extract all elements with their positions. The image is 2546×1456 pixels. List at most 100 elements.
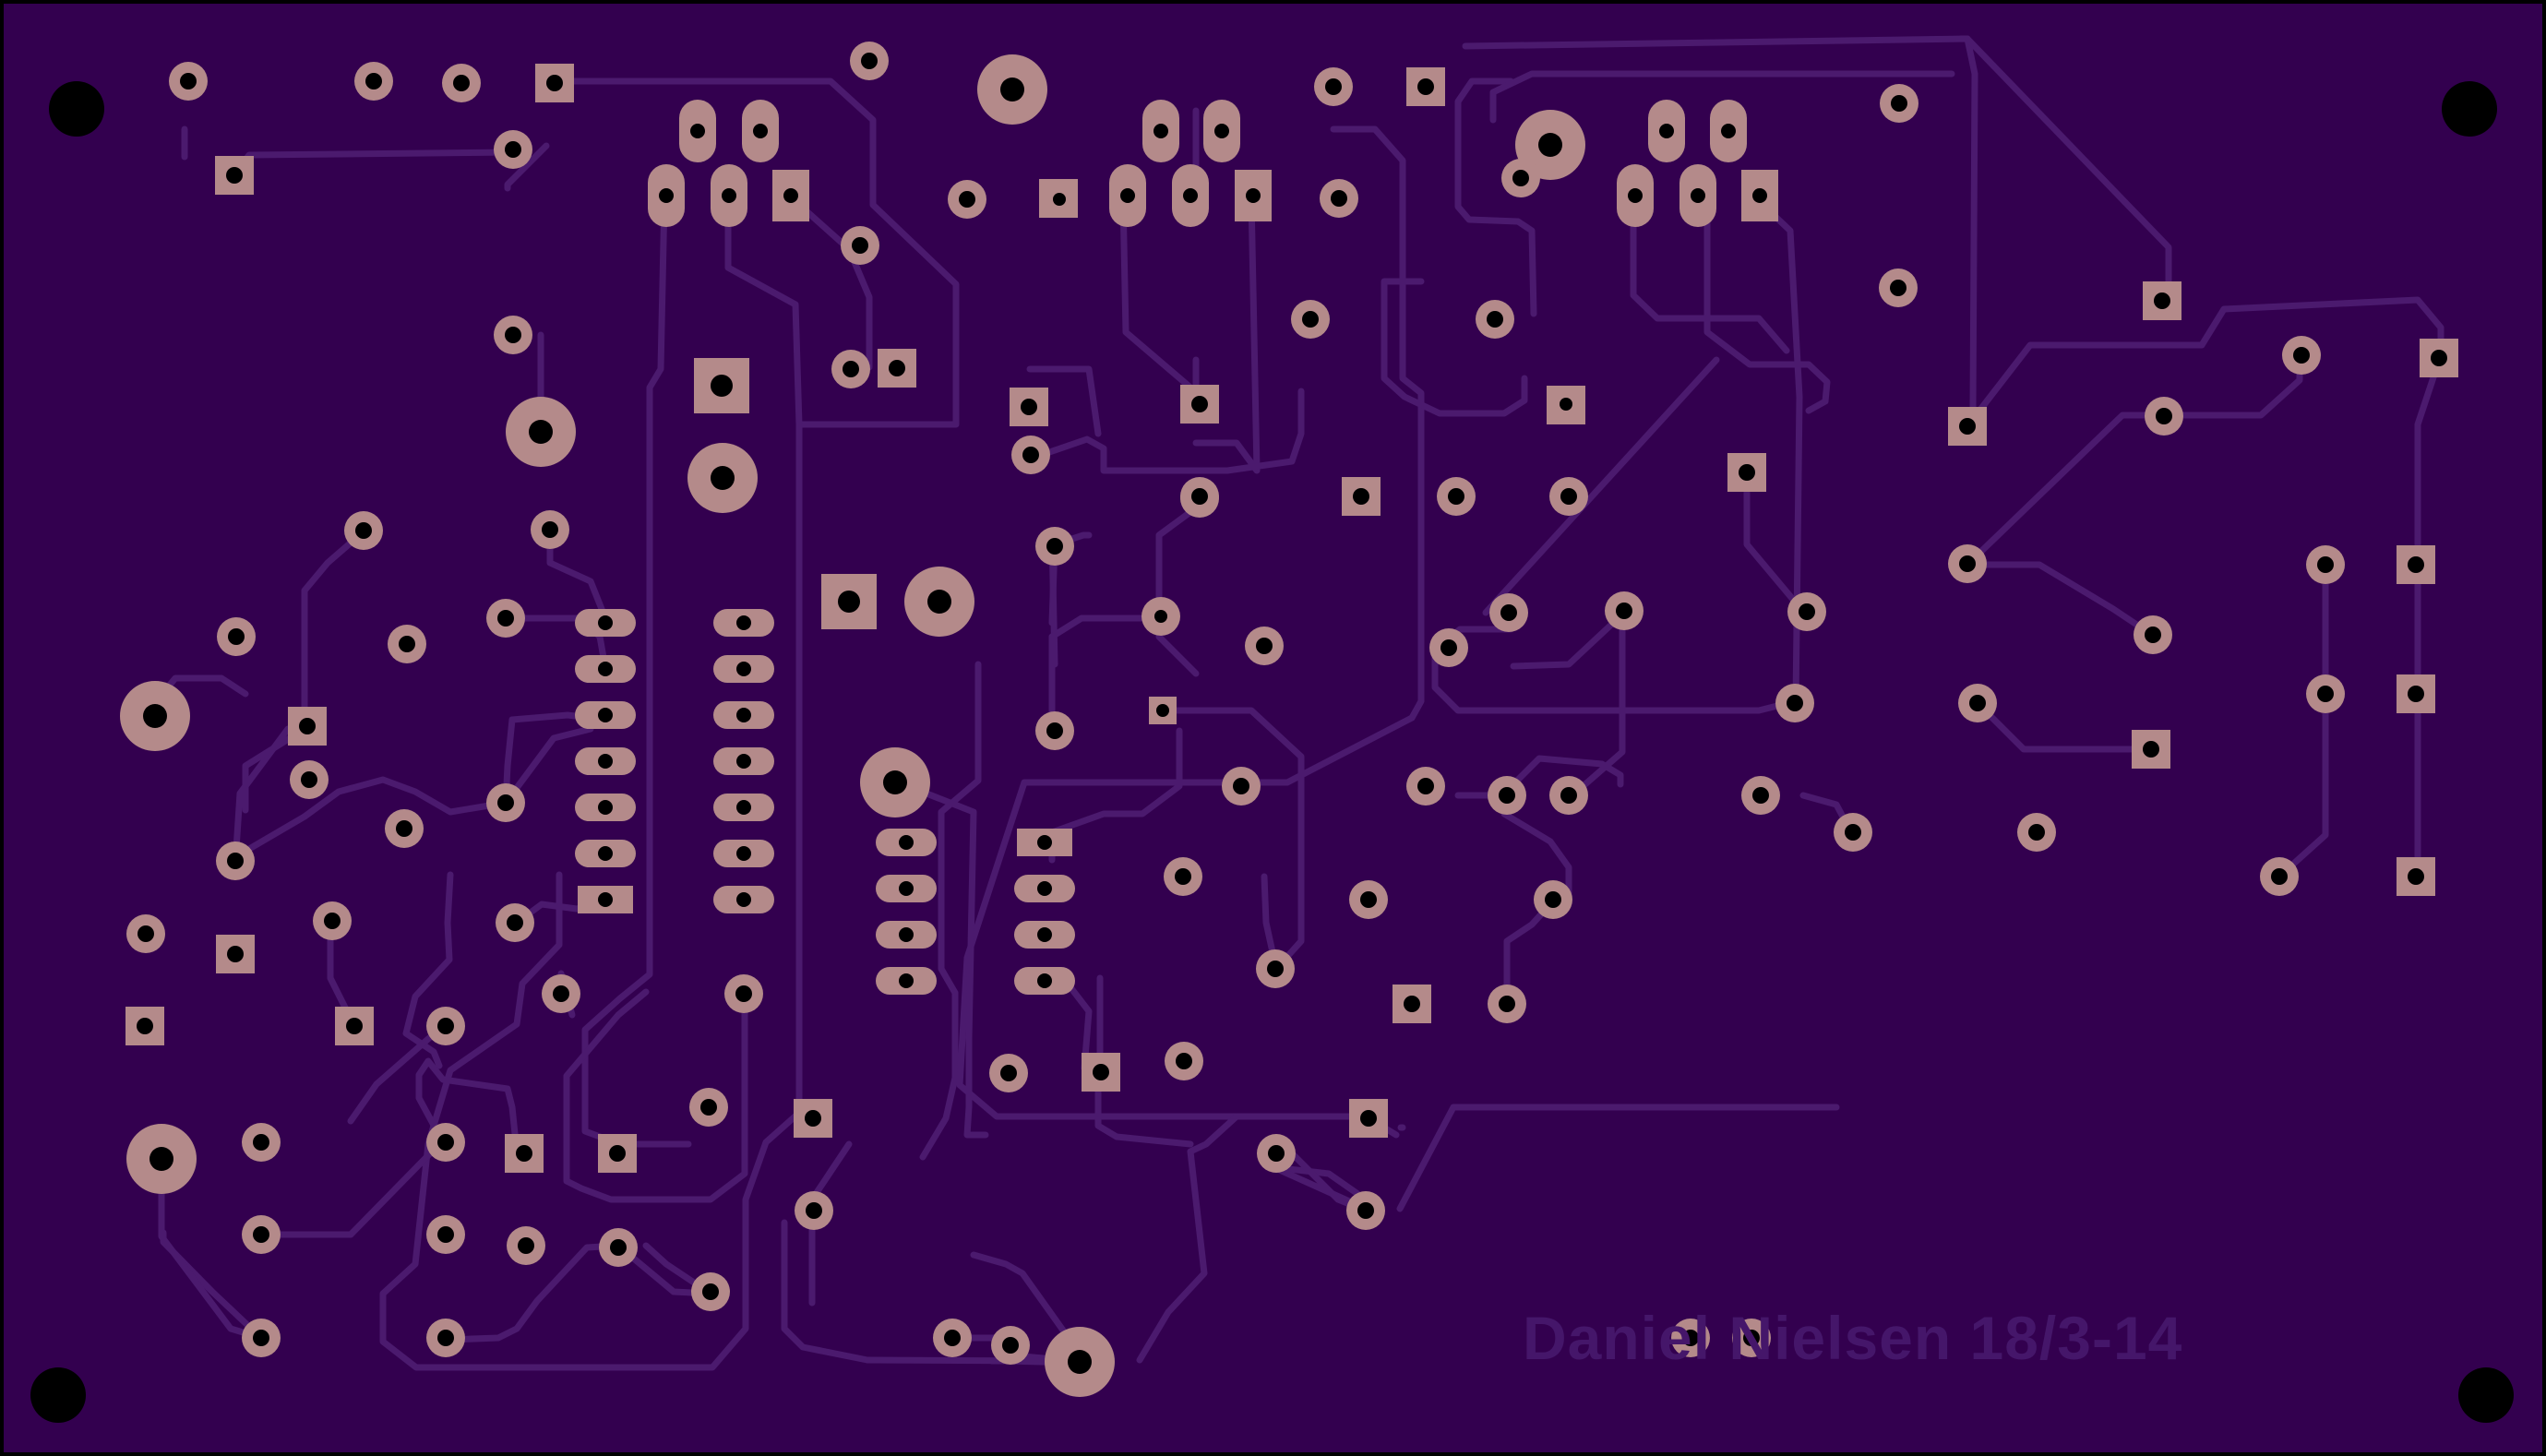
pad-drill [1156, 704, 1169, 717]
pad-drill [2317, 686, 2334, 702]
board-silk-label: Daniel Nielsen 18/3-14 [1523, 1304, 2183, 1372]
pad-drill [1752, 188, 1767, 203]
pad-drill [2431, 350, 2447, 366]
pad-drill [690, 124, 705, 138]
pad-drill [959, 191, 975, 208]
pad-drill [659, 188, 674, 203]
pad-drill [1037, 973, 1052, 988]
pad-drill [1256, 638, 1273, 654]
pad-drill [1845, 824, 1861, 841]
pad-drill [546, 75, 563, 91]
pad-drill [736, 892, 751, 907]
pad-drill [1068, 1350, 1092, 1374]
pad-drill [852, 237, 868, 254]
pad-drill [736, 662, 751, 676]
pad-drill [529, 420, 553, 444]
pad-drill [1721, 124, 1736, 138]
pad-drill [1560, 787, 1577, 804]
pad-drill [1360, 1110, 1377, 1127]
pad-drill [609, 1145, 626, 1162]
pad-drill [516, 1145, 532, 1162]
pad-drill [899, 881, 914, 896]
pad-drill [2408, 556, 2424, 573]
pad-drill [1969, 695, 1986, 711]
pad-drill [700, 1099, 717, 1116]
pad-drill [1183, 188, 1198, 203]
pad-drill [944, 1330, 961, 1346]
pad-drill [711, 466, 735, 490]
pad-drill [1799, 603, 1815, 620]
pad-drill [2143, 741, 2159, 758]
pad-drill [137, 925, 154, 942]
pad-drill [598, 708, 613, 722]
pad-drill [1175, 868, 1191, 885]
pad-drill [1404, 996, 1420, 1012]
pad-drill [505, 141, 521, 158]
pad-drill [1191, 396, 1208, 412]
pad-drill [253, 1330, 269, 1346]
pad-drill [1353, 488, 1369, 505]
pad-drill [753, 124, 768, 138]
pad-drill [1331, 190, 1347, 207]
pad-drill [1176, 1053, 1192, 1069]
pad-drill [1053, 193, 1066, 206]
pad-drill [598, 754, 613, 769]
pad-drill [143, 704, 167, 728]
pad-drill [2317, 556, 2334, 573]
pad-drill [553, 985, 569, 1002]
pad-drill [1022, 447, 1039, 463]
pad-drill [899, 973, 914, 988]
pad-drill [437, 1330, 454, 1346]
pad-drill [722, 188, 736, 203]
pad-drill [1153, 124, 1168, 138]
pad-drill [2145, 627, 2161, 643]
mounting-hole-top-left [49, 81, 104, 137]
pad-drill [883, 770, 907, 794]
pad-drill [1959, 418, 1976, 435]
pad-drill [228, 628, 245, 645]
pad-drill [507, 914, 523, 931]
pad-drill [1628, 188, 1643, 203]
pad-drill [396, 820, 412, 837]
pad-drill [805, 1110, 821, 1127]
pad-drill [1191, 488, 1208, 505]
pad-drill [226, 167, 243, 184]
pad-drill [505, 327, 521, 343]
pad-drill [736, 708, 751, 722]
pad-drill [927, 590, 951, 614]
pad-drill [324, 913, 341, 929]
pad-drill [598, 662, 613, 676]
pad-drill [1499, 787, 1515, 804]
pad-drill [2028, 824, 2045, 841]
pad-drill [1154, 610, 1167, 623]
pad-drill [437, 1018, 454, 1034]
pad-drill [1743, 1330, 1760, 1346]
pad-drill [253, 1226, 269, 1243]
pad-drill [783, 188, 798, 203]
pad-drill [1046, 538, 1063, 555]
pad-drill [355, 522, 372, 539]
pad-drill [1120, 188, 1135, 203]
pad-drill [301, 771, 317, 788]
copper-pads [120, 42, 2458, 1397]
pad-drill [497, 794, 514, 811]
pad-drill [1616, 603, 1632, 619]
pad-drill [1037, 881, 1052, 896]
pad-drill [453, 75, 470, 91]
pad-drill [437, 1134, 454, 1151]
pad-drill [838, 591, 860, 613]
pad-drill [1560, 488, 1577, 505]
pad-drill [736, 800, 751, 815]
pad-drill [437, 1226, 454, 1243]
pad-drill [899, 835, 914, 850]
pad-drill [1268, 1145, 1285, 1162]
pad-drill [598, 615, 613, 630]
pad-drill [1000, 1065, 1017, 1081]
pad-drill [1037, 835, 1052, 850]
pad-drill [1037, 927, 1052, 942]
pad-drill [2408, 686, 2424, 702]
pad-drill [1682, 1330, 1699, 1346]
pad-drill [1267, 961, 1284, 977]
pad-drill [1000, 78, 1024, 101]
pad-drill [1093, 1064, 1109, 1080]
